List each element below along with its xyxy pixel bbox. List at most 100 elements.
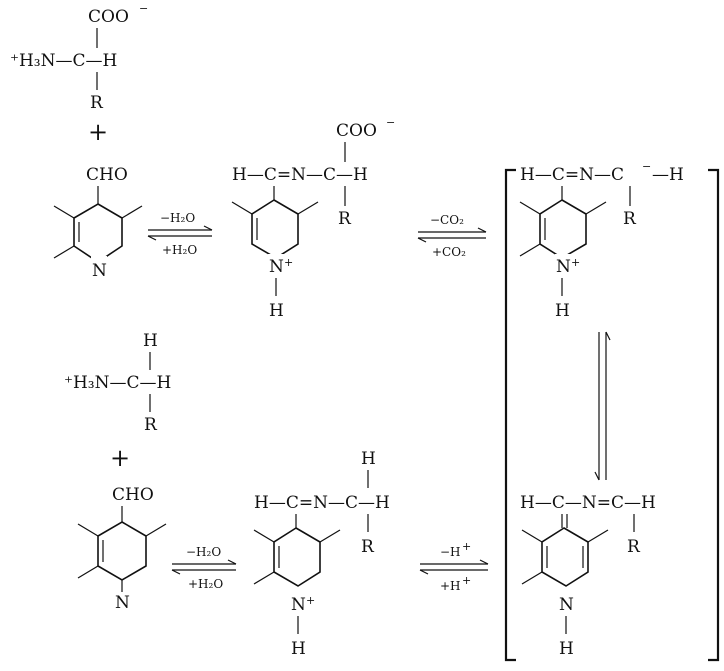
carbanion-ring-charge: +: [571, 256, 580, 269]
quinonoid-sub-c: [587, 529, 609, 543]
schiff-base-1-sub-b: [297, 201, 319, 215]
carbanion-n-mask: [555, 254, 571, 272]
pyridoxal-1-sub-c: [121, 205, 143, 219]
schiff-base-2-ring-charge: +: [306, 594, 315, 607]
pyridoxal-1-n-mask: [91, 256, 107, 274]
arrow-2-reverse-head: [417, 237, 427, 243]
carbanion-ring-n: N: [556, 257, 571, 277]
carbanion-ring: [539, 199, 587, 259]
arrow-1-forward-label: −H₂O: [160, 211, 195, 225]
amine: H ⁺H₃N—C—H R: [64, 331, 171, 435]
resonance-arrows: [594, 331, 611, 481]
amino-acid: COO − ⁺H₃N—C—H R: [10, 2, 148, 113]
arrow-3-reverse-head: [171, 569, 181, 575]
amino-acid-r-group: R: [90, 93, 104, 113]
pyridoxal-1-aldehyde: CHO: [86, 165, 128, 185]
bracket-left: [504, 168, 516, 662]
arrow-3-forward-head: [227, 559, 237, 565]
schiff-base-2-chain: H—C=N—C—H: [254, 493, 390, 513]
amino-acid-carboxylate: COO: [88, 7, 129, 27]
schiff-base-1-nh: H: [269, 301, 284, 321]
arrow-4-forward-label: −H: [440, 545, 461, 559]
quinonoid-chain: H—C—N=C—H: [520, 493, 656, 513]
quinonoid-r-group: R: [627, 537, 641, 557]
quinonoid-sub-a: [521, 529, 543, 543]
quinonoid-sub-b: [521, 571, 543, 585]
amine-r-group: R: [144, 415, 158, 435]
arrow-2-forward-head: [477, 227, 487, 233]
pyridoxal-2-aldehyde: CHO: [112, 485, 154, 505]
schiff-base-2-n-mask: [290, 594, 306, 612]
pyridoxal-2-ring: [97, 521, 147, 581]
plus-sign-top: +: [88, 118, 108, 146]
equilibrium-arrow-4: −H + +H +: [419, 540, 489, 593]
schiff-base-2-ring: [273, 527, 321, 587]
arrow-4-reverse-label: +H: [440, 579, 461, 593]
carbanion-nh: H: [555, 301, 570, 321]
quinonoid-ring-n: N: [559, 595, 574, 615]
pyridoxal-2-n-mask: [114, 592, 130, 610]
equilibrium-arrow-2: −CO₂ +CO₂: [417, 213, 487, 259]
carbanion-intermediate: H—C=N—C − —H R N + H: [519, 160, 684, 321]
pyridoxal-1-ring: [73, 203, 123, 263]
amine-top-h: H: [143, 331, 158, 351]
arrow-3-forward-label: −H₂O: [186, 545, 221, 559]
schiff-base-2-nh: H: [291, 639, 306, 659]
arrow-4-forward-charge: +: [462, 540, 471, 553]
schiff-base-2-sub-a: [253, 529, 275, 543]
pyridoxal-1-sub-b: [53, 245, 75, 259]
equilibrium-arrow-1: −H₂O +H₂O: [147, 211, 213, 257]
schiff-base-1-carboxylate: COO: [336, 121, 377, 141]
schiff-base-1: COO − H—C=N—C—H R N + H: [231, 116, 395, 321]
arrow-1-reverse-head: [147, 235, 157, 241]
pyridoxal-2-sub-a: [77, 523, 99, 537]
pyridoxal-1-ring-n: N: [92, 261, 107, 281]
pyridoxal-2-sub-b: [77, 565, 99, 579]
plus-sign-bottom: +: [110, 444, 130, 472]
carbanion-end-h: —H: [652, 165, 684, 185]
pyridoxal-2: CHO N: [77, 485, 167, 613]
quinonoid-n-mask: [558, 594, 574, 612]
schiff-base-2-ring-n: N: [291, 595, 306, 615]
pyridoxal-2-ring-n: N: [115, 593, 130, 613]
resonance-arrow-down-head: [594, 471, 600, 481]
carbanion-sub-c: [585, 201, 607, 215]
schiff-base-1-ring: [251, 199, 299, 259]
arrow-4-reverse-head: [419, 569, 429, 575]
schiff-base-2-r-group: R: [361, 537, 375, 557]
arrow-4-reverse-charge: +: [462, 574, 471, 587]
bracket-right: [708, 168, 720, 662]
carbanion-chain: H—C=N—C: [520, 165, 624, 185]
schiff-base-1-ring-charge: +: [284, 256, 293, 269]
carbanion-sub-a: [519, 201, 541, 215]
arrow-2-forward-label: −CO₂: [430, 213, 464, 227]
carbanion-sub-b: [519, 243, 541, 257]
amino-acid-carboxylate-charge: −: [139, 2, 148, 15]
quinonoid-ring: [541, 527, 589, 587]
schiff-base-1-r-group: R: [338, 209, 352, 229]
amino-acid-backbone: ⁺H₃N—C—H: [10, 51, 117, 71]
schiff-base-2-sub-c: [319, 529, 341, 543]
schiff-base-2-sub-b: [253, 571, 275, 585]
arrow-3-reverse-label: +H₂O: [188, 577, 223, 591]
schiff-base-1-carboxylate-charge: −: [386, 116, 395, 129]
quinonoid-intermediate: H—C—N=C—H R N H: [520, 493, 656, 659]
carbanion-r-group: R: [623, 209, 637, 229]
arrow-4-forward-head: [479, 559, 489, 565]
schiff-base-1-ring-n: N: [269, 257, 284, 277]
amine-backbone: ⁺H₃N—C—H: [64, 373, 171, 393]
arrow-1-forward-head: [203, 225, 213, 231]
schiff-base-1-sub-a: [231, 201, 253, 215]
quinonoid-nh: H: [559, 639, 574, 659]
schiff-base-2: H H—C=N—C—H R N + H: [253, 449, 390, 659]
arrow-2-reverse-label: +CO₂: [432, 245, 466, 259]
carbanion-charge: −: [642, 160, 651, 173]
arrow-1-reverse-label: +H₂O: [162, 243, 197, 257]
pyridoxal-1: CHO N: [53, 165, 143, 281]
schiff-base-1-n-mask: [268, 254, 284, 272]
pyridoxal-2-sub-c: [145, 523, 167, 537]
schiff-base-2-top-h: H: [361, 449, 376, 469]
schiff-base-1-chain: H—C=N—C—H: [232, 165, 368, 185]
pyridoxal-1-sub-a: [53, 205, 75, 219]
